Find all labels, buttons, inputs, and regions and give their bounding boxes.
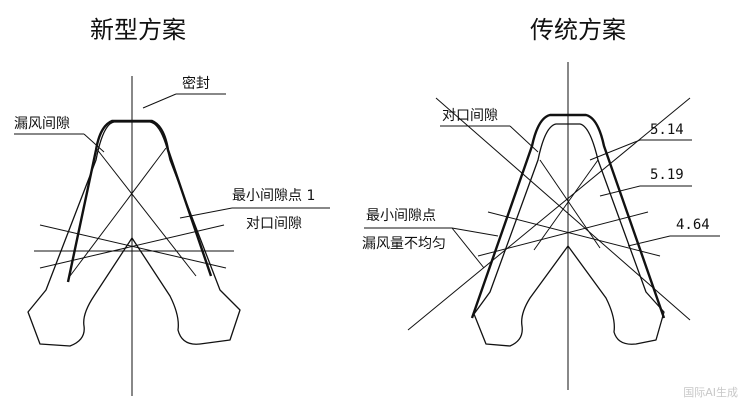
left-seal-label: 密封 — [182, 75, 210, 92]
right-cross-line-f — [533, 159, 599, 251]
left-title: 新型方案 — [90, 16, 186, 44]
right-uneven-leak-label: 漏风量不均匀 — [362, 236, 446, 252]
right-diagram: 传统方案 对口间隙 最小间隙点 漏风量不均匀 5.14 5.19 — [362, 16, 720, 390]
right-cross-line-b — [407, 97, 691, 331]
right-dim3-value: 4.64 — [676, 217, 710, 233]
left-min-gap-label: 最小间隙点 1 — [232, 188, 315, 204]
right-butt-gap-label: 对口间隙 — [442, 108, 498, 124]
left-cross-line-b — [69, 147, 167, 277]
right-min-gap-label: 最小间隙点 — [366, 208, 436, 224]
left-seal-leader — [142, 93, 177, 109]
right-butt-gap-leader — [509, 125, 539, 153]
right-dim3-leader — [627, 235, 671, 247]
right-cross-line-e — [539, 159, 601, 249]
left-butt-gap-label: 对口间隙 — [246, 216, 302, 232]
right-dim2-leader — [599, 185, 641, 197]
right-cross-line-d — [477, 211, 649, 257]
watermark-text: 国际AI生成 — [683, 385, 738, 399]
right-title: 传统方案 — [530, 16, 626, 44]
left-gasket-outline — [27, 121, 241, 347]
right-seal-contour — [470, 113, 666, 319]
right-dim2-value: 5.19 — [650, 167, 684, 183]
right-gasket-outline — [473, 123, 665, 347]
left-min-gap-leader — [179, 207, 233, 219]
right-dim1-leader — [589, 139, 641, 161]
left-leak-gap-leader — [83, 133, 105, 153]
left-leak-gap-label: 漏风间隙 — [14, 116, 70, 132]
left-cross-line-d — [39, 224, 225, 269]
left-diagram: 新型方案 密封 漏风间隙 最小间隙点 1 对口间隙 — [14, 16, 330, 396]
right-min-gap-leader — [451, 227, 499, 237]
left-seal-contour — [66, 119, 213, 283]
right-dim1-value: 5.14 — [650, 122, 684, 138]
right-uneven-leak-leader — [451, 227, 485, 269]
left-cross-line-a — [95, 147, 197, 277]
